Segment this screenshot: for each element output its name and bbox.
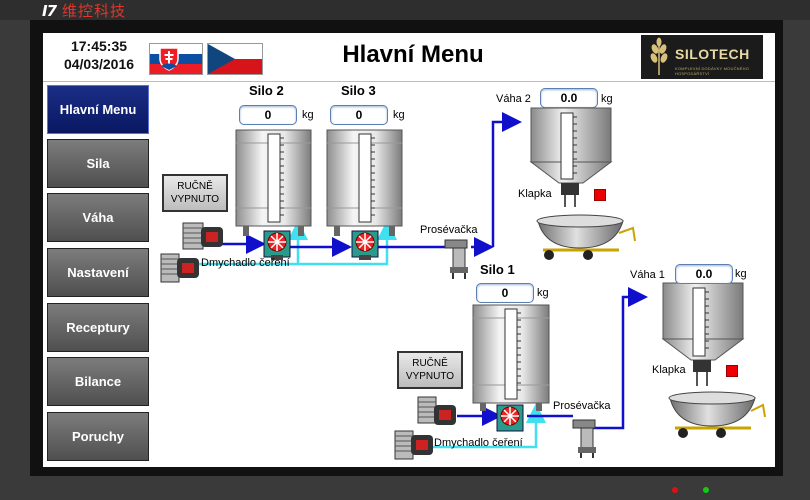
blower-motor-icon <box>160 253 199 283</box>
logo-text: SILOTECH <box>675 46 750 62</box>
nav-hlavni-menu[interactable]: Hlavní Menu <box>47 85 149 134</box>
logo-subtext: KOMPLEXNÍ DODÁVKY MOUČNÉHO HOSPODÁŘSTVÍ <box>675 66 750 76</box>
rotary-valve-icon <box>496 404 524 432</box>
silo-2-tank <box>235 129 312 236</box>
sifter-label-bottom: Prosévačka <box>553 400 611 412</box>
silo-1-unit: kg <box>537 287 549 299</box>
brand-text: 维控科技 <box>62 2 127 20</box>
valve-alarm-indicator-bottom <box>726 365 738 377</box>
aeration-line-top <box>196 220 397 266</box>
process-diagram <box>160 107 766 460</box>
vaha-1-value: 0.0 <box>675 264 733 284</box>
blower-label-bottom: Dmychadlo čeření <box>434 437 523 449</box>
silo-1-label: Silo 1 <box>480 262 515 277</box>
manual-off-button-top[interactable]: RUČNĚ VYPNUTO <box>162 174 228 212</box>
nav-vaha[interactable]: Váha <box>47 193 149 242</box>
rotary-valve-icon <box>263 230 291 260</box>
vaha-1-label: Váha 1 <box>630 269 665 281</box>
led-green-icon <box>703 487 709 493</box>
nav-receptury[interactable]: Receptury <box>47 303 149 352</box>
valve-label-top: Klapka <box>518 188 552 200</box>
device-bezel-top <box>0 0 810 20</box>
blower-motor-icon <box>417 396 456 425</box>
vaha-1-unit: kg <box>735 268 747 280</box>
mixer-cart-icon <box>536 214 636 260</box>
nav-nastaveni[interactable]: Nastavení <box>47 248 149 297</box>
vaha-2-label: Váha 2 <box>496 93 531 105</box>
silo-1-value: 0 <box>476 283 534 303</box>
time: 17:45:35 <box>70 38 128 54</box>
hmi-screen: 17:45:35 04/03/2016 Hlavní Menu <box>43 33 775 467</box>
rotary-valve-icon <box>351 230 379 260</box>
silo-3-tank <box>326 129 403 236</box>
valve-alarm-indicator-top <box>594 189 606 201</box>
silo-1-tank <box>472 304 550 411</box>
manual-off-button-bottom[interactable]: RUČNĚ VYPNUTO <box>397 351 463 389</box>
czech-flag-icon[interactable] <box>207 43 263 75</box>
weighing-hopper-2 <box>529 107 613 207</box>
led-red-icon <box>672 487 678 493</box>
silo-2-unit: kg <box>302 109 314 121</box>
brand-mark: I7 <box>42 2 57 20</box>
page-title: Hlavní Menu <box>342 41 484 68</box>
silo-2-value: 0 <box>239 105 297 125</box>
blower-motor-icon <box>182 222 223 250</box>
silo-3-label: Silo 3 <box>341 83 376 98</box>
datetime-display: 17:45:35 04/03/2016 <box>53 37 145 73</box>
wheat-icon <box>650 37 668 75</box>
nav-bilance[interactable]: Bilance <box>47 357 149 406</box>
sifter-icon <box>572 419 596 458</box>
blower-label-top: Dmychadlo čeření <box>201 257 290 269</box>
nav-sila[interactable]: Sila <box>47 139 149 188</box>
vaha-2-value: 0.0 <box>540 88 598 108</box>
device-brand: I7 维控科技 <box>42 0 126 21</box>
nav-poruchy[interactable]: Poruchy <box>47 412 149 461</box>
valve-label-bottom: Klapka <box>652 364 686 376</box>
sifter-icon <box>444 239 468 279</box>
sifter-label-top: Prosévačka <box>420 224 478 236</box>
device-bezel-bottom <box>0 476 810 500</box>
aeration-line-bottom <box>428 403 546 449</box>
silo-3-value: 0 <box>330 105 388 125</box>
conveying-line-bottom <box>457 287 648 430</box>
date: 04/03/2016 <box>63 56 135 72</box>
header-bar: 17:45:35 04/03/2016 Hlavní Menu <box>43 33 775 82</box>
vaha-2-unit: kg <box>601 93 613 105</box>
silotech-logo: SILOTECH KOMPLEXNÍ DODÁVKY MOUČNÉHO HOSP… <box>641 35 763 79</box>
slovakia-flag-icon[interactable] <box>149 43 203 75</box>
mixer-cart-icon <box>668 391 766 438</box>
silo-3-unit: kg <box>393 109 405 121</box>
conveying-line-top <box>219 112 522 257</box>
silo-2-label: Silo 2 <box>249 83 284 98</box>
blower-motor-icon <box>394 430 433 460</box>
